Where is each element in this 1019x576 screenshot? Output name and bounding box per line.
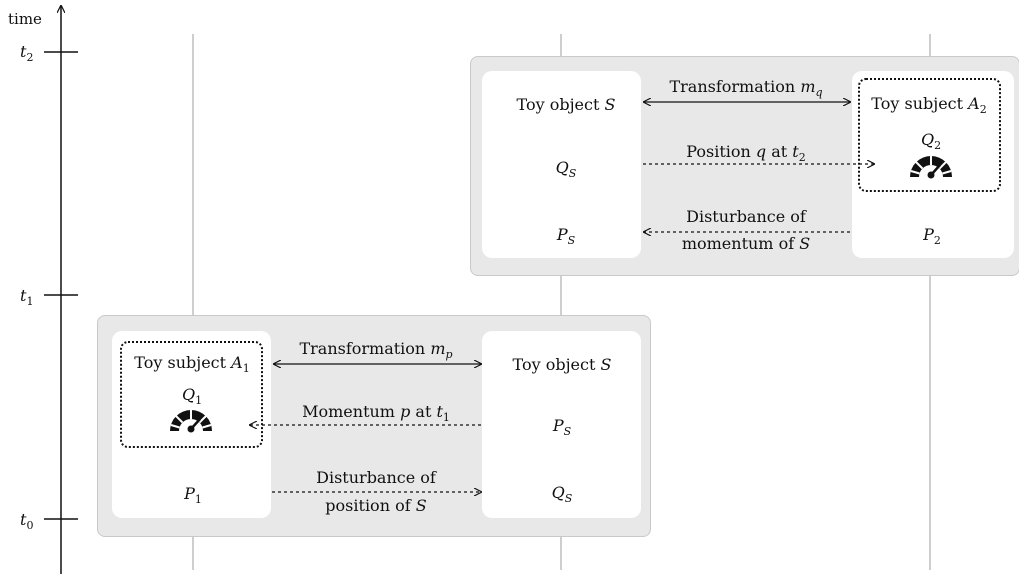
lower-subject-boundary <box>120 341 263 448</box>
upper-transformation-label: Transformation mq <box>669 77 823 100</box>
upper-subject-title: Toy subject A2 <box>871 94 987 117</box>
upper-disturbance-label-2: momentum of S <box>681 234 811 253</box>
lower-object-p: PS <box>552 416 572 439</box>
lower-measurement-label: Momentum p at t1 <box>302 402 450 425</box>
lower-transformation-label: Transformation mp <box>299 339 453 362</box>
lower-subject-card <box>112 331 271 518</box>
lower-object-title: Toy object S <box>512 355 612 374</box>
lower-disturbance-label-2: position of S <box>325 496 427 515</box>
time-axis-label: time <box>8 10 42 28</box>
gauge-icon <box>170 410 212 433</box>
upper-measurement-label: Position q at t2 <box>686 142 806 165</box>
lower-subject-p: P1 <box>184 484 202 507</box>
tick-label-t0: t0 <box>20 510 34 533</box>
upper-subject-q: Q2 <box>920 130 942 153</box>
tick-label-t1: t1 <box>20 286 34 309</box>
lower-object-card <box>482 331 641 518</box>
upper-object-q: QS <box>555 158 577 181</box>
upper-subject-p: P2 <box>923 225 941 248</box>
upper-disturbance-label-1: Disturbance of <box>686 207 806 226</box>
tick-label-t2: t2 <box>20 42 34 65</box>
lower-subject-q: Q1 <box>181 385 203 408</box>
lower-subject-title: Toy subject A1 <box>134 353 250 376</box>
lower-disturbance-label-1: Disturbance of <box>316 468 436 487</box>
lower-object-q: QS <box>551 483 573 506</box>
upper-object-p: PS <box>556 225 576 248</box>
upper-object-title: Toy object S <box>516 95 616 114</box>
gauge-icon <box>910 156 952 179</box>
upper-subject-boundary <box>858 78 1001 192</box>
upper-object-card <box>482 71 641 258</box>
